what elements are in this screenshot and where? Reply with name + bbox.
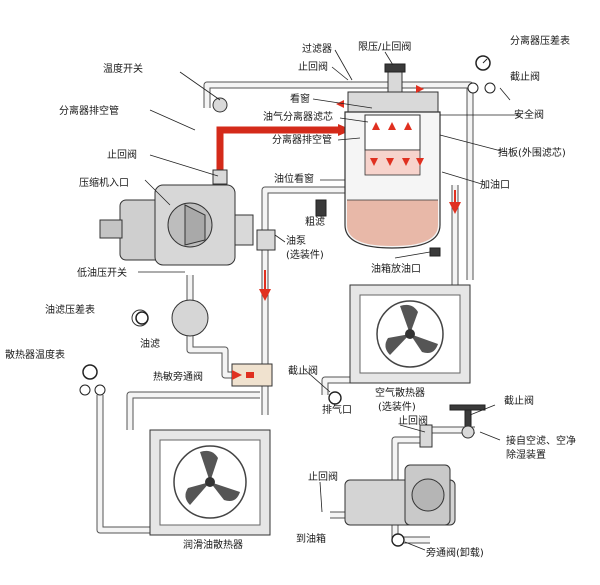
label-drain-port: 油箱放油口 <box>371 262 421 275</box>
label-oil-pump-1: 油泵 <box>286 234 306 247</box>
label-separator-filter: 油气分离器滤芯 <box>263 110 333 123</box>
bypass-valve <box>391 533 405 547</box>
label-cooler-temp-gauge: 散热器温度表 <box>5 348 65 361</box>
text-labels: 温度开关 分离器排空管 止回阀 压缩机入口 低油压开关 油滤压差表 油滤 散热器… <box>5 34 576 559</box>
label-check-valve-right: 止回阀 <box>398 414 428 427</box>
label-air-cooler-2: (选装件) <box>378 400 416 413</box>
valve-handle-icon <box>449 404 486 439</box>
label-temp-switch: 温度开关 <box>103 62 143 75</box>
pressure-gauge-icon <box>135 311 149 325</box>
compressor-icon <box>344 424 456 526</box>
label-vent-port: 排气口 <box>322 403 352 416</box>
leader-lines <box>138 49 520 551</box>
vent-valve <box>328 391 342 405</box>
label-shutoff-valve-top: 截止阀 <box>510 70 540 83</box>
compressor-icon <box>99 184 254 266</box>
valve-pair <box>467 82 496 94</box>
pressure-gauge-icon <box>475 55 491 71</box>
label-thermal-bypass: 热敏旁通阀 <box>153 370 203 383</box>
hot-discharge-pipe <box>216 126 340 170</box>
label-shutoff-valve-right: 截止阀 <box>504 394 534 407</box>
coarse-filter <box>315 199 327 217</box>
label-coarse-filter: 粗滤 <box>305 215 325 228</box>
oil-pump <box>256 229 276 251</box>
label-from-air-filter-2: 除湿装置 <box>506 448 546 461</box>
label-check-valve-top: 止回阀 <box>298 60 328 73</box>
label-oil-pump-2: (选装件) <box>286 248 324 261</box>
label-compressor-inlet: 压缩机入口 <box>79 176 129 189</box>
label-bypass-unload: 旁通阀(卸载) <box>426 546 484 559</box>
label-oil-filter-gauge: 油滤压差表 <box>45 303 95 316</box>
temp-switch-box <box>212 97 228 113</box>
label-check-valve-left: 止回阀 <box>107 148 137 161</box>
label-to-tank: 到油箱 <box>296 532 326 545</box>
label-shutoff-valve-mid: 截止阀 <box>288 364 318 377</box>
label-oil-cooler: 润滑油散热器 <box>183 538 243 551</box>
label-low-oil-switch: 低油压开关 <box>77 266 127 279</box>
label-separator-vent: 分离器排空管 <box>59 104 119 117</box>
air-cooler <box>349 284 471 384</box>
label-air-cooler-1: 空气散热器 <box>375 386 425 399</box>
label-oil-filter: 油滤 <box>140 337 160 350</box>
label-safety-valve: 安全阀 <box>514 108 544 121</box>
label-oil-fill: 加油口 <box>480 178 510 191</box>
label-pressure-limit-valve: 限压/止回阀 <box>358 40 411 53</box>
check-valve-left-body <box>212 169 228 185</box>
label-baffle: 挡板(外围滤芯) <box>498 146 566 159</box>
oil-separator-tank <box>336 63 441 257</box>
thermal-bypass-valve <box>231 363 273 387</box>
label-from-air-filter-1: 接自空滤、空净 <box>506 434 576 447</box>
label-check-valve-bottom: 止回阀 <box>308 470 338 483</box>
label-oil-sight: 油位看窗 <box>274 172 314 185</box>
fan-icon <box>376 300 444 368</box>
label-filter: 过滤器 <box>302 42 332 55</box>
label-sight-glass: 看窗 <box>290 92 310 105</box>
label-separator-gauge: 分离器压差表 <box>510 34 570 47</box>
pressure-gauge-icon <box>79 364 106 396</box>
flow-arrows <box>259 190 461 301</box>
fan-icon <box>173 445 247 519</box>
label-separator-vent-pipe: 分离器排空管 <box>272 133 332 146</box>
lube-oil-cooler <box>149 429 271 536</box>
